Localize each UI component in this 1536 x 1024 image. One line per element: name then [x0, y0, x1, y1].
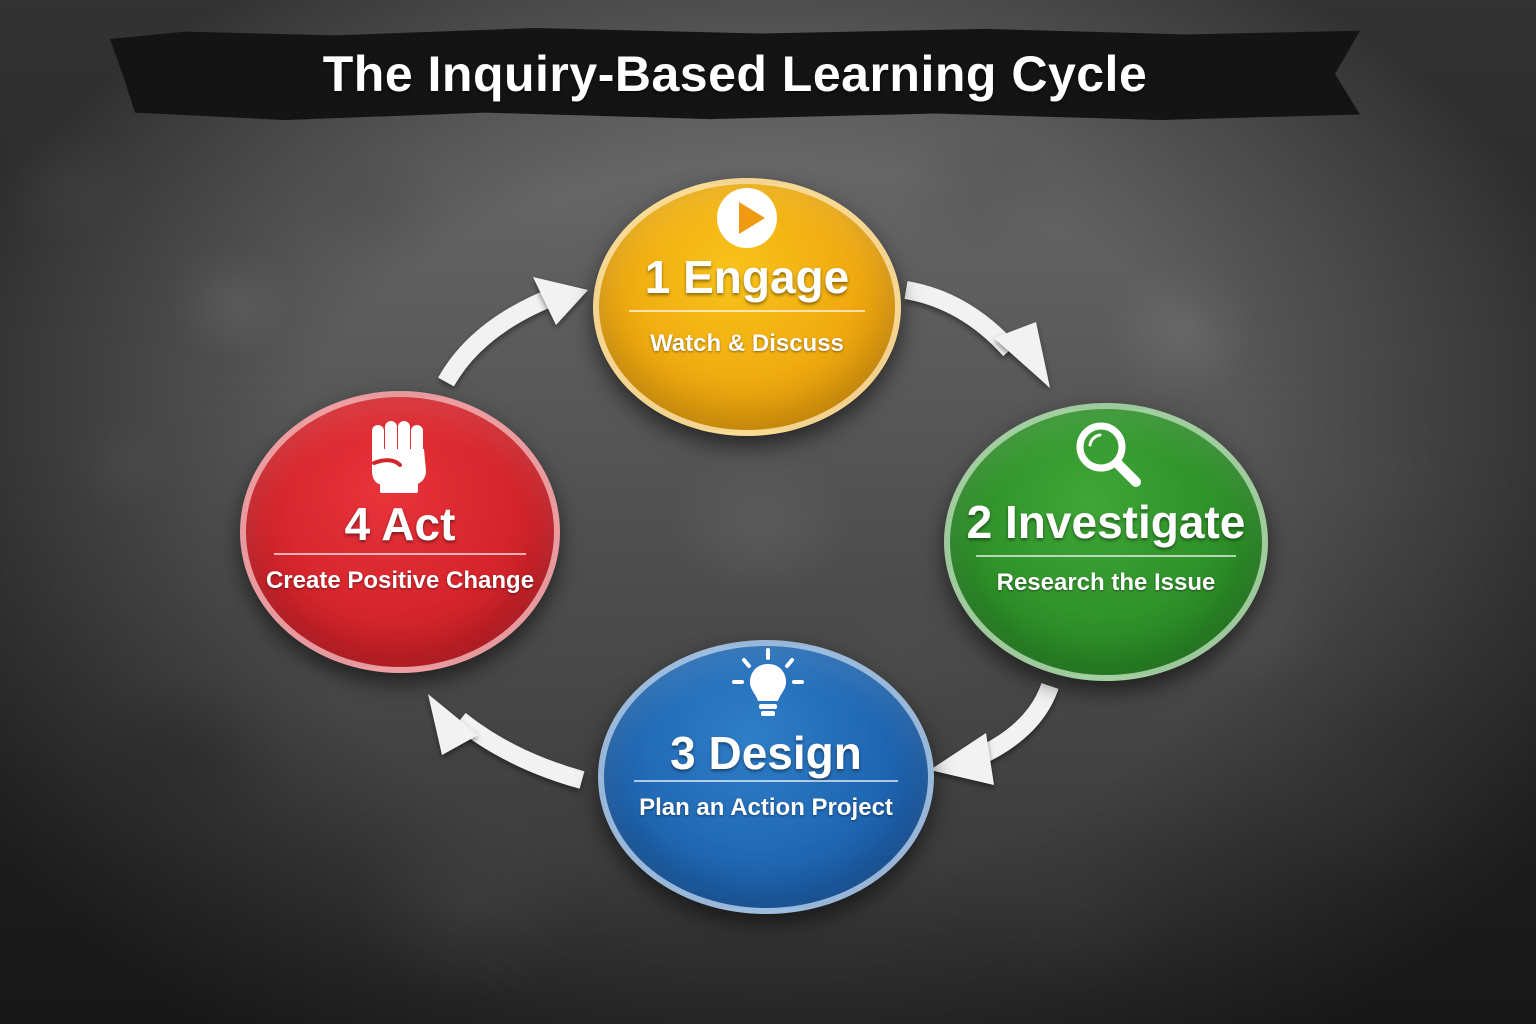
step-heading: 3 Design: [670, 727, 862, 779]
lightbulb-icon: [732, 648, 804, 716]
arrowhead-act: [428, 694, 478, 755]
step-subtitle: Research the Issue: [996, 569, 1216, 596]
arrowhead-design: [930, 733, 994, 785]
step-divider: [274, 553, 526, 555]
step-heading: 2 Investigate: [966, 496, 1246, 548]
arrow-engage-to-investigate: [904, 281, 1017, 357]
page-title: The Inquiry-Based Learning Cycle: [322, 46, 1148, 102]
step-heading: 1 Engage: [644, 251, 850, 303]
arrow-investigate-to-design: [976, 682, 1059, 765]
step-heading: 4 Act: [344, 498, 456, 550]
step-engage: 1 Engage Watch & Discuss: [593, 178, 901, 436]
arrowhead-engage: [533, 277, 588, 325]
magnifier-icon: [1076, 422, 1141, 487]
step-subtitle: Plan an Action Project: [639, 794, 893, 821]
title-banner: [110, 28, 1360, 120]
step-subtitle: Create Positive Change: [265, 567, 535, 594]
arrowhead-investigate: [994, 322, 1050, 388]
step-divider: [976, 555, 1236, 557]
raised-fist-icon: [372, 421, 426, 493]
arrow-act-to-engage: [438, 291, 549, 387]
step-act: 4 Act Create Positive Change: [240, 391, 560, 673]
step-divider: [634, 780, 898, 782]
arrow-design-to-act: [454, 712, 585, 789]
play-icon: [717, 188, 777, 248]
step-investigate: 2 Investigate Research the Issue: [944, 403, 1268, 681]
step-divider: [629, 310, 865, 312]
step-design: 3 Design Plan an Action Project: [598, 640, 934, 914]
step-subtitle: Watch & Discuss: [650, 330, 844, 357]
